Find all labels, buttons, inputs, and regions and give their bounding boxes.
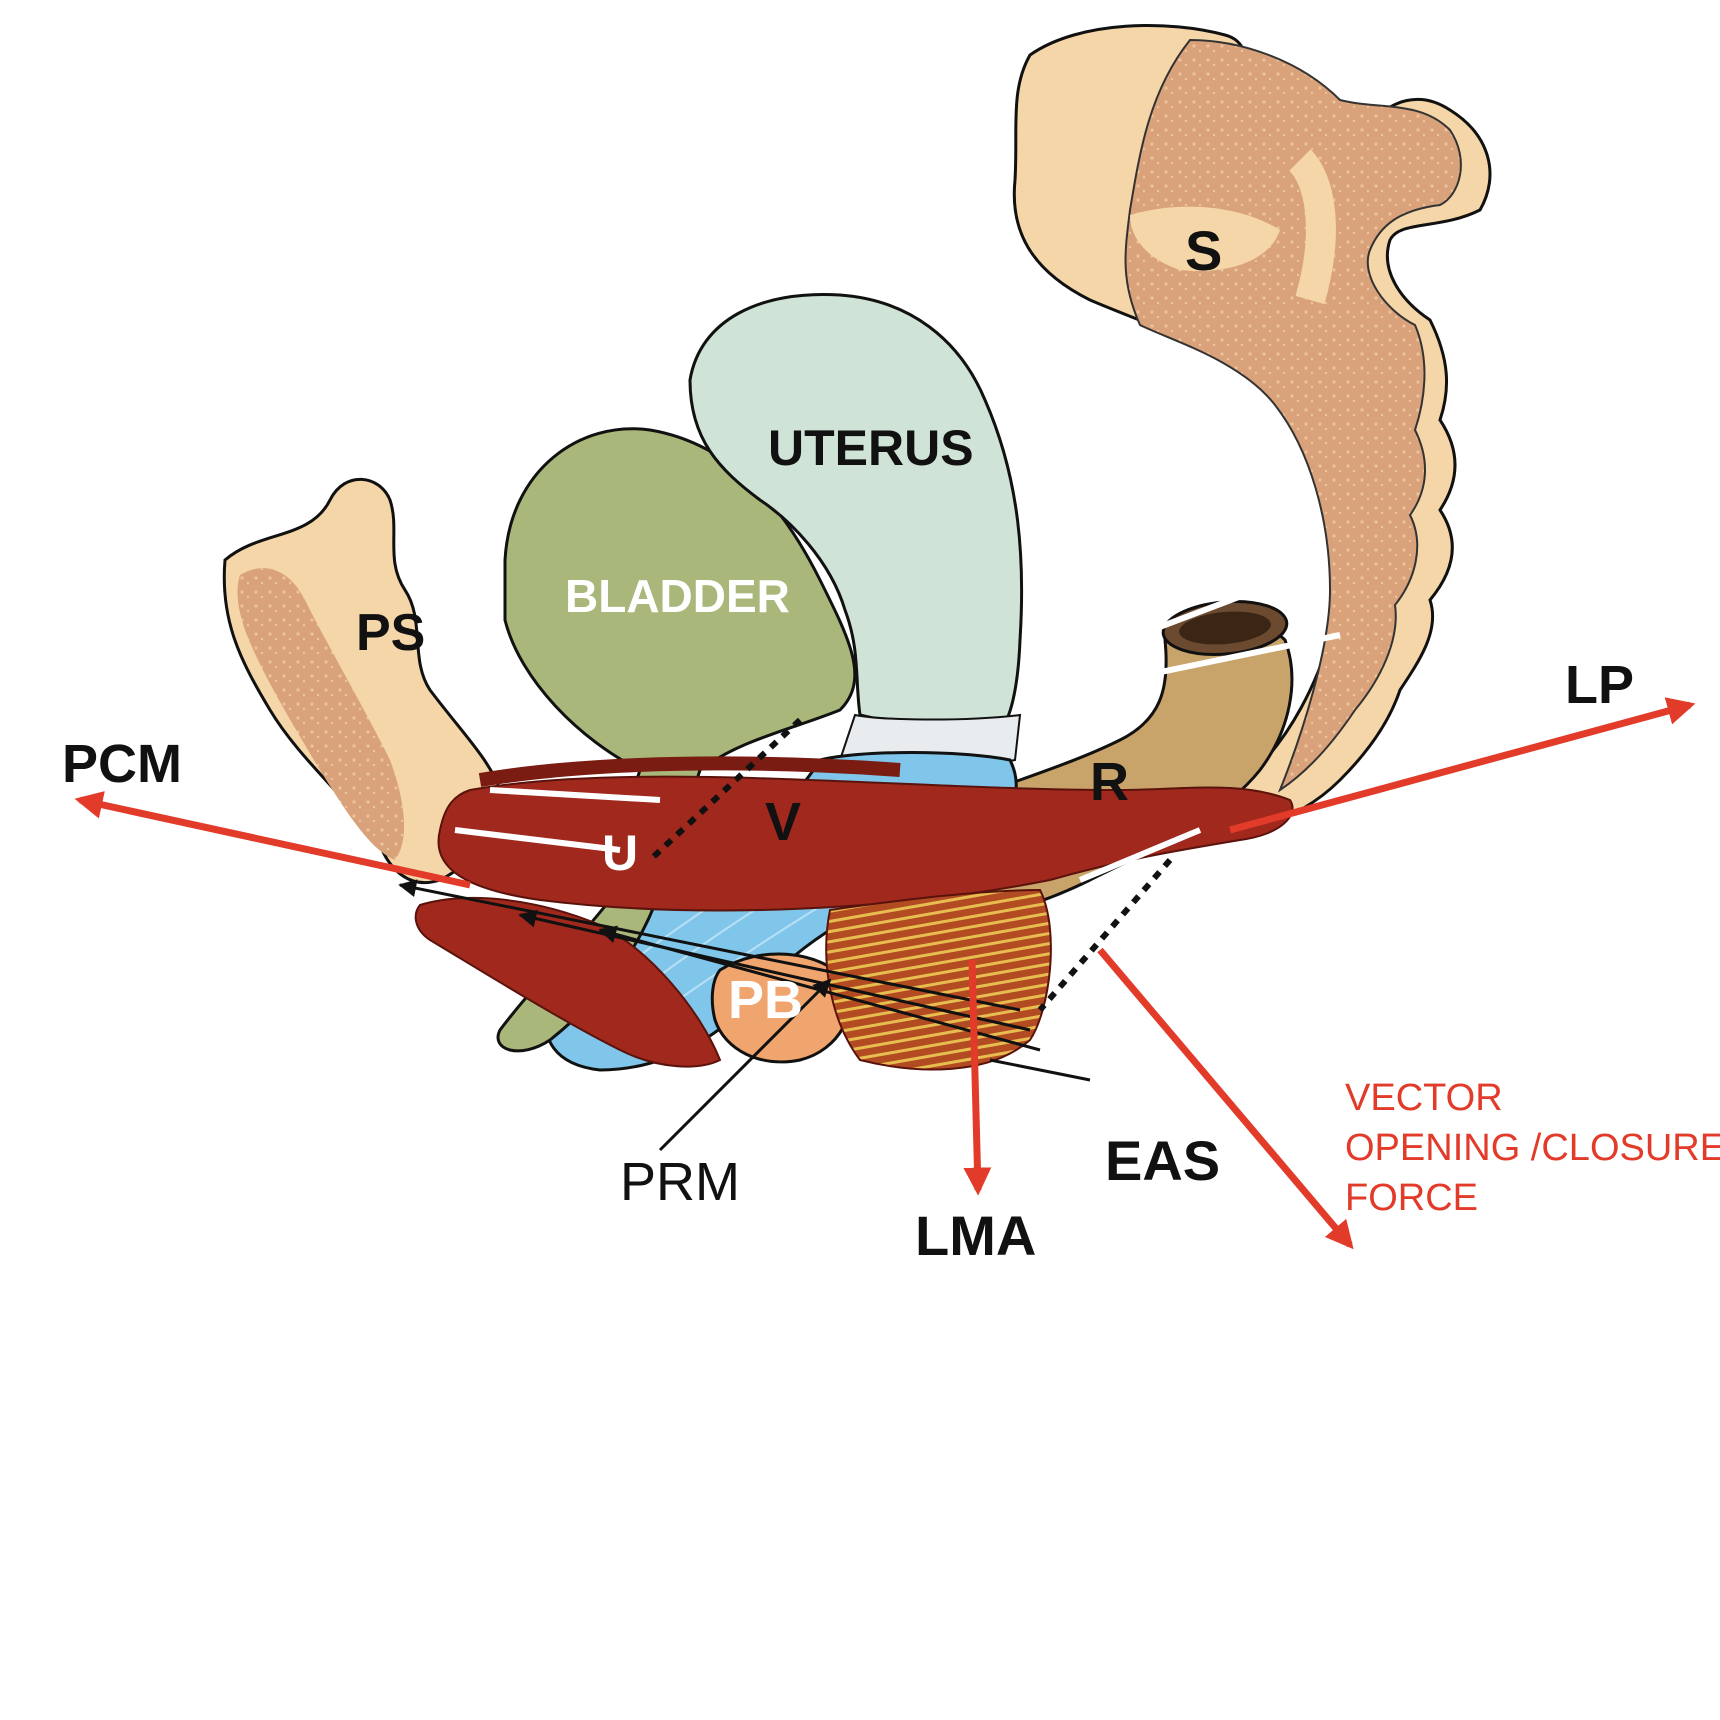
vector-caption-line1: VECTOR (1345, 1077, 1503, 1119)
labels: S UTERUS BLADDER PS PCM LP R V U PB PRM … (62, 219, 1720, 1267)
vector-caption-line3: FORCE (1345, 1177, 1478, 1219)
label-s: S (1185, 219, 1222, 282)
label-pb: PB (728, 970, 803, 1030)
label-v: V (765, 792, 801, 852)
lp-arrow (1229, 697, 1696, 834)
label-eas: EAS (1105, 1129, 1220, 1192)
label-uterus: UTERUS (768, 420, 974, 476)
vector-arrow (1097, 947, 1354, 1250)
label-lp: LP (1565, 655, 1634, 715)
label-lma: LMA (915, 1204, 1036, 1267)
pubic-symphysis (222, 477, 503, 885)
external-anal-sphincter (825, 888, 1052, 1071)
label-pcm: PCM (62, 734, 182, 794)
label-u: U (602, 825, 638, 881)
levator-muscle (414, 756, 1294, 1068)
pcm-arrow (74, 791, 471, 889)
prm-arrows (398, 879, 1091, 1152)
force-vectors (74, 697, 1696, 1250)
label-bladder: BLADDER (565, 570, 790, 622)
lma-arrow (963, 959, 992, 1196)
dashed-lines (647, 717, 1173, 1012)
vector-caption-line2: OPENING /CLOSURE (1345, 1127, 1720, 1169)
sacrum (1012, 23, 1492, 832)
label-ps: PS (356, 604, 425, 662)
label-prm: PRM (620, 1152, 740, 1212)
label-r: R (1090, 752, 1129, 812)
ligaments (454, 567, 1341, 883)
